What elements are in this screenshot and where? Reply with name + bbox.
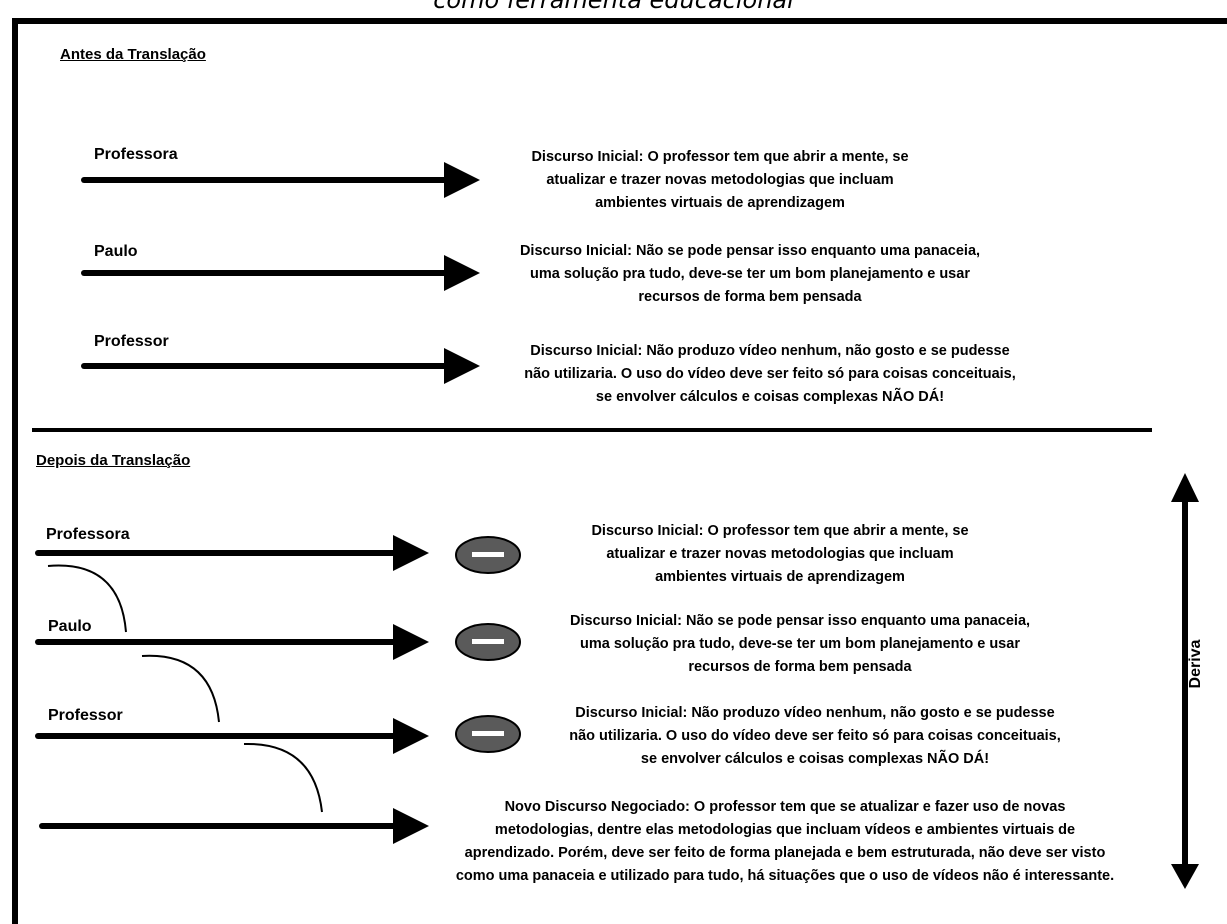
negotiated-speech: Novo Discurso Negociado: O professor tem…: [405, 796, 1165, 888]
after-label-professor: Professor: [48, 707, 123, 724]
speech-line: metodologias, dentre elas metodologias q…: [494, 822, 1076, 838]
after-label-professora: Professora: [46, 526, 130, 543]
speech-line: não utilizaria. O uso do vídeo deve ser …: [569, 728, 1061, 744]
after-speech-professor: Discurso Inicial: Não produzo vídeo nenh…: [515, 702, 1115, 771]
deriva-double-arrow: [1171, 473, 1199, 889]
speech-line: recursos de forma bem pensada: [688, 659, 912, 675]
speech-line: Discurso Inicial: Não produzo vídeo nenh…: [530, 343, 1010, 359]
speech-line: não utilizaria. O uso do vídeo deve ser …: [524, 366, 1016, 382]
speech-line: Discurso Inicial: Não produzo vídeo nenh…: [575, 705, 1055, 721]
before-heading: Antes da Translação: [60, 46, 206, 63]
curve-connector: [243, 742, 323, 813]
before-speech-professora: Discurso Inicial: O professor tem que ab…: [470, 146, 970, 215]
before-label-paulo: Paulo: [94, 243, 138, 260]
before-speech-professor: Discurso Inicial: Não produzo vídeo nenh…: [470, 340, 1070, 409]
after-speech-paulo: Discurso Inicial: Não se pode pensar iss…: [520, 610, 1080, 679]
speech-line: Discurso Inicial: O professor tem que ab…: [531, 149, 909, 165]
after-label-paulo: Paulo: [48, 618, 92, 635]
minus-icon: [455, 536, 521, 574]
diagram-graphics: [35, 162, 1199, 889]
figure-title-partial: como ferramenta educacional: [433, 0, 794, 14]
after-heading: Depois da Translação: [36, 452, 191, 469]
diagram-frame: [12, 18, 1227, 924]
speech-line: atualizar e trazer novas metodologias qu…: [546, 172, 894, 188]
before-label-professora: Professora: [94, 146, 178, 163]
speech-line: atualizar e trazer novas metodologias qu…: [606, 546, 954, 562]
curve-connector: [47, 564, 127, 633]
minus-icon: [455, 623, 521, 661]
speech-line: uma solução pra tudo, deve-se ter um bom…: [580, 636, 1020, 652]
speech-line: como uma panaceia e utilizado para tudo,…: [455, 868, 1115, 884]
speech-line: ambientes virtuais de aprendizagem: [655, 569, 905, 585]
speech-line: se envolver cálculos e coisas complexas …: [640, 751, 990, 767]
minus-icon: [455, 715, 521, 753]
after-speech-professora: Discurso Inicial: O professor tem que ab…: [520, 520, 1040, 589]
speech-line: recursos de forma bem pensada: [638, 289, 862, 305]
section-divider: [32, 428, 1152, 432]
speech-line: Discurso Inicial: Não se pode pensar iss…: [569, 613, 1031, 629]
speech-line: se envolver cálculos e coisas complexas …: [595, 389, 945, 405]
speech-line: ambientes virtuais de aprendizagem: [595, 195, 845, 211]
speech-line: Discurso Inicial: Não se pode pensar iss…: [519, 243, 981, 259]
before-label-professor: Professor: [94, 333, 169, 350]
speech-line: Novo Discurso Negociado: O professor tem…: [504, 799, 1066, 815]
curve-connector: [141, 654, 220, 723]
speech-line: Discurso Inicial: O professor tem que ab…: [591, 523, 969, 539]
speech-line: uma solução pra tudo, deve-se ter um bom…: [530, 266, 970, 282]
before-speech-paulo: Discurso Inicial: Não se pode pensar iss…: [470, 240, 1030, 309]
speech-line: aprendizado. Porém, deve ser feito de fo…: [464, 845, 1106, 861]
